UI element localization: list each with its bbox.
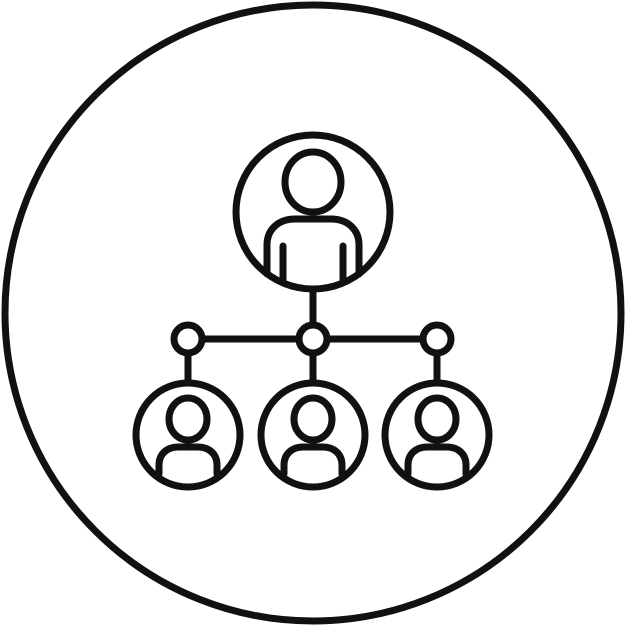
child-user-head-icon [165,394,211,444]
child-user-body-icon [155,443,221,478]
tree-connector [170,285,455,387]
child-user-node-right [381,379,493,491]
child-user-body-icon [404,443,470,478]
child-user-circle [257,379,369,491]
child-user-head-icon [290,394,336,444]
junction-node-center [295,321,331,357]
top-user-node [232,131,394,293]
junction-node-left [170,321,206,357]
child-user-head-icon [414,394,460,444]
top-user-body-icon [263,215,363,278]
child-user-node-left [132,379,244,491]
top-user-head-icon [281,148,345,216]
child-user-circle [381,379,493,491]
junction-node-right [419,321,455,357]
child-user-body-icon [280,443,346,478]
child-user-circle [132,379,244,491]
child-user-node-center [257,379,369,491]
